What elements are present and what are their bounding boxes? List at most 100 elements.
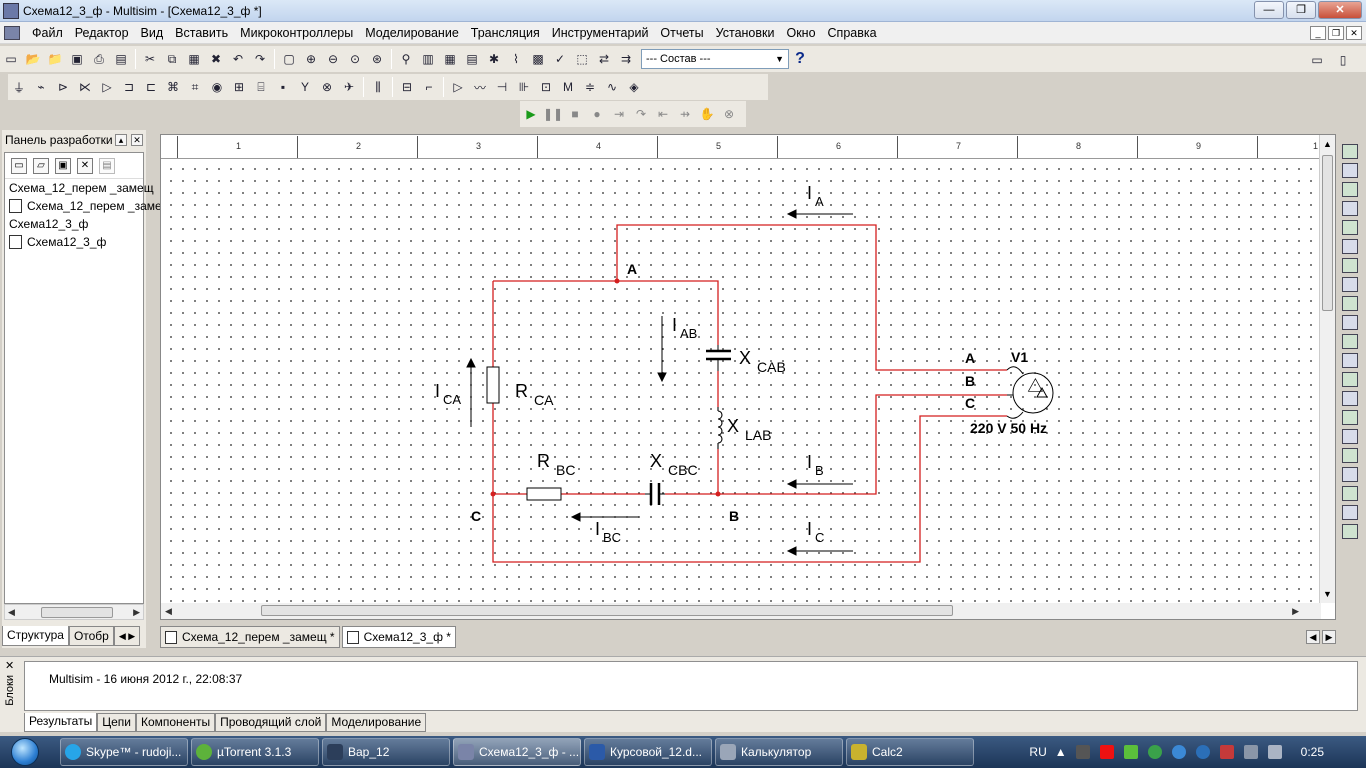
virtual-icon[interactable]: 〰 [473,80,486,95]
remove-breakpoints-icon[interactable]: ⊗ [723,107,735,121]
panel-close-button[interactable]: ✕ [131,134,143,146]
database-icon[interactable]: ▤ [466,52,478,66]
step-into-icon[interactable]: ⇥ [613,107,625,121]
tree-item-design[interactable]: Схема_12_перем _замещ [9,181,154,195]
menu-tools[interactable]: Инструментарий [551,25,649,40]
tab-document-1[interactable]: Схема_12_перем _замещ * [160,626,340,648]
taskbar-item-calc2[interactable]: Calc2 [846,738,974,766]
panel-layout-icon[interactable]: ▯ [1339,53,1347,67]
scroll-up-icon[interactable]: ▲ [1323,139,1332,149]
resistor-rca[interactable] [486,366,500,404]
area-select-icon[interactable]: ⬚ [576,52,588,66]
scroll-left-icon[interactable]: ◀ [8,606,15,617]
measurement-probe-icon[interactable] [1342,486,1358,501]
grapher-icon[interactable]: ▦ [444,52,456,66]
agilent-oscilloscope-icon[interactable] [1342,448,1358,463]
tray-expand-icon[interactable]: ▲ [1054,745,1067,759]
step-over-icon[interactable]: ↷ [635,107,647,121]
tab-components[interactable]: Компоненты [135,713,216,732]
doc-restore-button[interactable]: ❐ [1328,25,1344,40]
transistor-icon[interactable]: ⋉ [79,80,91,94]
doc-minimize-button[interactable]: _ [1310,25,1326,40]
mcu-icon[interactable]: ✈ [343,80,355,94]
tab-prev-button[interactable]: ◀ [1306,630,1320,644]
battery-icon[interactable] [1075,745,1090,759]
scroll-right-icon[interactable]: ▶ [133,606,140,617]
copy-icon[interactable]: ⧉ [167,51,177,66]
taskbar-item-calculator[interactable]: Калькулятор [715,738,843,766]
redo-icon[interactable]: ↷ [254,52,266,66]
misc-virtual-icon[interactable]: ≑ [584,80,596,94]
diode-icon[interactable]: ⊳ [57,80,69,94]
capacitor-cab[interactable] [706,349,731,361]
shield-icon[interactable] [1123,745,1138,759]
zoom-fit-icon[interactable]: ⊛ [371,52,383,66]
power-source-icon[interactable]: ∿ [606,80,618,94]
zoom-area-icon[interactable]: ⊙ [349,52,361,66]
tab-copper-layers[interactable]: Проводящий слой [215,713,327,732]
close-design-icon[interactable]: ✕ [77,157,93,174]
tab-simulation[interactable]: Моделирование [326,713,427,732]
diodes-virtual-icon[interactable]: ⊡ [540,80,552,94]
open-sample-icon[interactable]: 📁 [47,52,63,66]
agilent-multimeter-icon[interactable] [1342,429,1358,444]
cmos-icon[interactable]: ⊏ [145,80,157,94]
menu-simulate[interactable]: Моделирование [365,25,459,40]
workspace-vscroll[interactable]: ▲ ▼ [1319,135,1335,603]
skype-tray-icon[interactable] [1171,745,1186,759]
print-preview-icon[interactable]: ▤ [115,52,127,66]
breakpoint-icon[interactable]: ✋ [699,107,715,121]
advanced-peripherals-icon[interactable]: ▪ [280,80,286,94]
menu-options[interactable]: Установки [715,25,775,40]
word-generator-icon[interactable] [1342,277,1358,292]
spreadsheet-icon[interactable]: ▥ [422,52,434,66]
save-design-icon[interactable]: ▣ [55,157,71,174]
in-use-list-select[interactable]: --- Состав --- ▼ [641,49,789,69]
bode-plotter-icon[interactable] [1342,239,1358,254]
taskbar-item-skype[interactable]: Skype™ - rudoji... [60,738,188,766]
rated-virtual-icon[interactable]: ◈ [629,80,639,94]
info-icon[interactable] [1195,745,1210,759]
hscroll-thumb[interactable] [261,605,953,616]
design-tree-hscroll[interactable]: ◀ ▶ [4,604,144,620]
multisim-app-icon[interactable] [3,2,19,19]
antivirus-icon[interactable] [1099,745,1114,759]
bus-icon[interactable]: ⊟ [401,80,413,94]
new-file-icon[interactable]: ▭ [5,52,17,66]
taskbar-item-word[interactable]: Курсовой_12.d... [584,738,712,766]
tab-next-button[interactable]: ▶ [1322,630,1336,644]
scroll-left-icon[interactable]: ◀ [165,605,172,616]
network-icon[interactable] [1243,745,1258,759]
panel-pin-button[interactable]: ▴ [115,134,127,146]
open-design-icon[interactable]: ▱ [33,157,49,174]
three-phase-source-v1[interactable] [1006,366,1054,419]
tree-item-design[interactable]: Схема12_3_ф [9,217,89,231]
measurement-icon[interactable]: M [563,80,573,94]
run-cursor-icon[interactable]: ⇸ [679,107,691,121]
tab-hierarchy[interactable]: Структура [2,626,69,646]
rf-icon[interactable]: Y [300,80,309,94]
taskbar-item-multisim[interactable]: Схема12_3_ф - ... [453,738,581,766]
postprocessor-icon[interactable]: ▩ [532,52,544,66]
stop-simulation-icon[interactable]: ■ [571,107,579,121]
basic-icon[interactable]: ⌁ [37,80,45,94]
ttl-icon[interactable]: ⊐ [123,80,135,94]
cut-icon[interactable]: ✂ [144,52,156,66]
probe-icon[interactable]: ▷ [453,80,463,94]
menu-transfer[interactable]: Трансляция [470,25,540,40]
resistor-rbc[interactable] [526,487,562,501]
capacitor-cbc[interactable] [649,483,661,505]
labview-instrument-icon[interactable] [1342,505,1358,520]
doc-close-button[interactable]: ✕ [1346,25,1362,40]
current-probe-icon[interactable] [1342,524,1358,539]
new-design-icon[interactable]: ▭ [11,157,27,174]
distortion-analyzer-icon[interactable] [1342,353,1358,368]
tab-document-2[interactable]: Схема12_3_ф * [341,626,456,648]
erc-icon[interactable]: ✓ [554,52,566,66]
run-simulation-icon[interactable]: ▶ [526,107,536,121]
oscilloscope-icon[interactable] [1342,201,1358,216]
power-icon[interactable]: ⊞ [233,80,245,94]
tektronix-oscilloscope-icon[interactable] [1342,467,1358,482]
delete-design-icon[interactable]: ▤ [99,157,115,174]
